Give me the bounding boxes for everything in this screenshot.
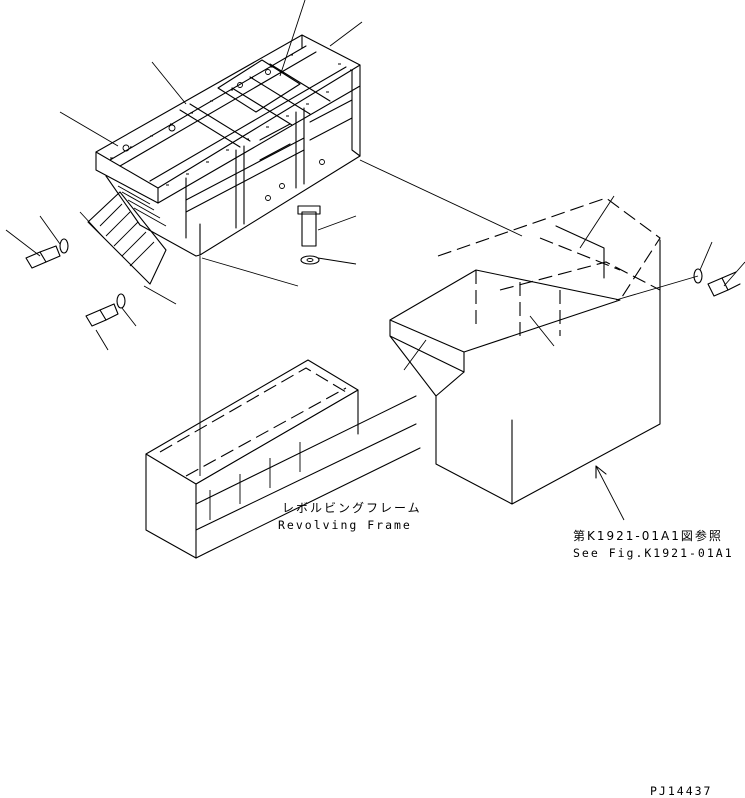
- bolt-right: [693, 268, 741, 297]
- center-bolt: [297, 205, 321, 265]
- revolving-frame-label-en: Revolving Frame: [278, 518, 412, 532]
- see-fig-label-jp: 第K1921-01A1図参照: [573, 528, 723, 543]
- side-cover-plate: [87, 191, 167, 285]
- bolt-lower-left: [85, 293, 126, 327]
- leader-lines: [5, 0, 745, 521]
- drawing-number: PJ14437: [650, 784, 712, 798]
- cab-box: [389, 197, 661, 505]
- see-fig-label-en: See Fig.K1921-01A1: [573, 546, 734, 560]
- revolving-frame: [145, 359, 421, 559]
- bolt-upper-left: [25, 238, 69, 269]
- revolving-frame-label-jp: レボルビングフレーム: [282, 501, 422, 515]
- cab-support-frame: [95, 34, 361, 257]
